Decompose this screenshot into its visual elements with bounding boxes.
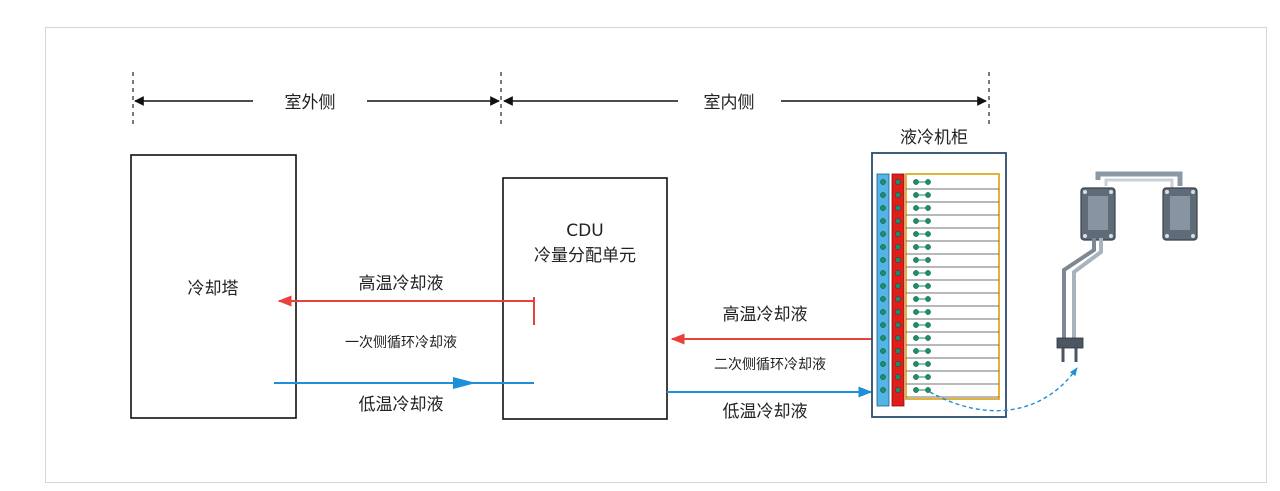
cooling-node bbox=[880, 283, 886, 289]
cooling-node bbox=[880, 179, 886, 185]
cold-plate-module bbox=[1056, 171, 1198, 362]
cabinet-to-coldplate-link bbox=[929, 367, 1078, 412]
primary-cold-arrowhead bbox=[453, 377, 476, 389]
screw bbox=[1083, 234, 1087, 238]
cabinet-title: 液冷机柜 bbox=[900, 128, 968, 148]
cooling-node bbox=[895, 283, 901, 289]
quick-connector bbox=[1056, 337, 1084, 349]
primary-loop-label: 一次侧循环冷却液 bbox=[345, 335, 457, 351]
cooling-node bbox=[880, 257, 886, 263]
cooling-node bbox=[895, 244, 901, 250]
cold-plate-riser-1 bbox=[1062, 238, 1096, 340]
cooling-node bbox=[895, 322, 901, 328]
cooling-node bbox=[880, 348, 886, 354]
cooling-node bbox=[880, 309, 886, 315]
cooling-node bbox=[895, 309, 901, 315]
blue-manifold bbox=[876, 173, 890, 407]
cold-plate-pipe-top bbox=[1095, 171, 1183, 186]
cooling-tower-box bbox=[130, 154, 297, 419]
cooling-tower-label: 冷却塔 bbox=[188, 279, 239, 299]
cdu-label-line2: 冷量分配单元 bbox=[534, 246, 636, 266]
cold-plate-left-face bbox=[1088, 196, 1108, 230]
cooling-node bbox=[880, 192, 886, 198]
primary-hot-pipe bbox=[277, 295, 535, 307]
red-manifold bbox=[891, 173, 905, 407]
cdu-box bbox=[502, 177, 668, 420]
screw bbox=[1165, 190, 1169, 194]
cooling-node bbox=[880, 270, 886, 276]
cooling-node bbox=[895, 387, 901, 393]
primary-hot-label: 高温冷却液 bbox=[359, 274, 444, 294]
screw bbox=[1165, 234, 1169, 238]
cold-plate-pipe-top-inner bbox=[1104, 178, 1174, 190]
cooling-node bbox=[880, 296, 886, 302]
cooling-node bbox=[880, 231, 886, 237]
screw bbox=[1083, 190, 1087, 194]
cold-plate-riser-2 bbox=[1072, 238, 1103, 340]
cooling-node bbox=[880, 374, 886, 380]
cooling-node bbox=[895, 218, 901, 224]
screw bbox=[1109, 234, 1113, 238]
cooling-node bbox=[880, 205, 886, 211]
cooling-node bbox=[895, 231, 901, 237]
cooling-node bbox=[895, 348, 901, 354]
cooling-node bbox=[880, 335, 886, 341]
cooling-node bbox=[880, 244, 886, 250]
cooling-node bbox=[895, 205, 901, 211]
primary-cold-label: 低温冷却液 bbox=[359, 395, 444, 415]
cold-plate-right-face bbox=[1170, 196, 1190, 230]
cooling-node bbox=[880, 361, 886, 367]
outdoor-zone-label: 室外侧 bbox=[285, 93, 336, 113]
cooling-node bbox=[880, 387, 886, 393]
indoor-zone-label: 室内侧 bbox=[704, 93, 755, 113]
cooling-node bbox=[895, 374, 901, 380]
secondary-hot-label: 高温冷却液 bbox=[723, 305, 808, 325]
cooling-node bbox=[895, 192, 901, 198]
cooling-node bbox=[895, 335, 901, 341]
diagram-frame bbox=[45, 27, 1267, 483]
screw bbox=[1191, 234, 1195, 238]
cooling-node bbox=[880, 322, 886, 328]
cooling-node bbox=[880, 218, 886, 224]
cooling-node bbox=[895, 361, 901, 367]
cooling-node bbox=[895, 179, 901, 185]
cooling-node bbox=[895, 257, 901, 263]
screw bbox=[1109, 190, 1113, 194]
secondary-loop-label: 二次侧循环冷却液 bbox=[714, 357, 826, 373]
cooling-node bbox=[895, 270, 901, 276]
screw bbox=[1191, 190, 1195, 194]
secondary-cold-label: 低温冷却液 bbox=[723, 402, 808, 422]
cdu-label-line1: CDU bbox=[566, 221, 603, 241]
cooling-node bbox=[895, 296, 901, 302]
server-rows bbox=[880, 179, 999, 398]
